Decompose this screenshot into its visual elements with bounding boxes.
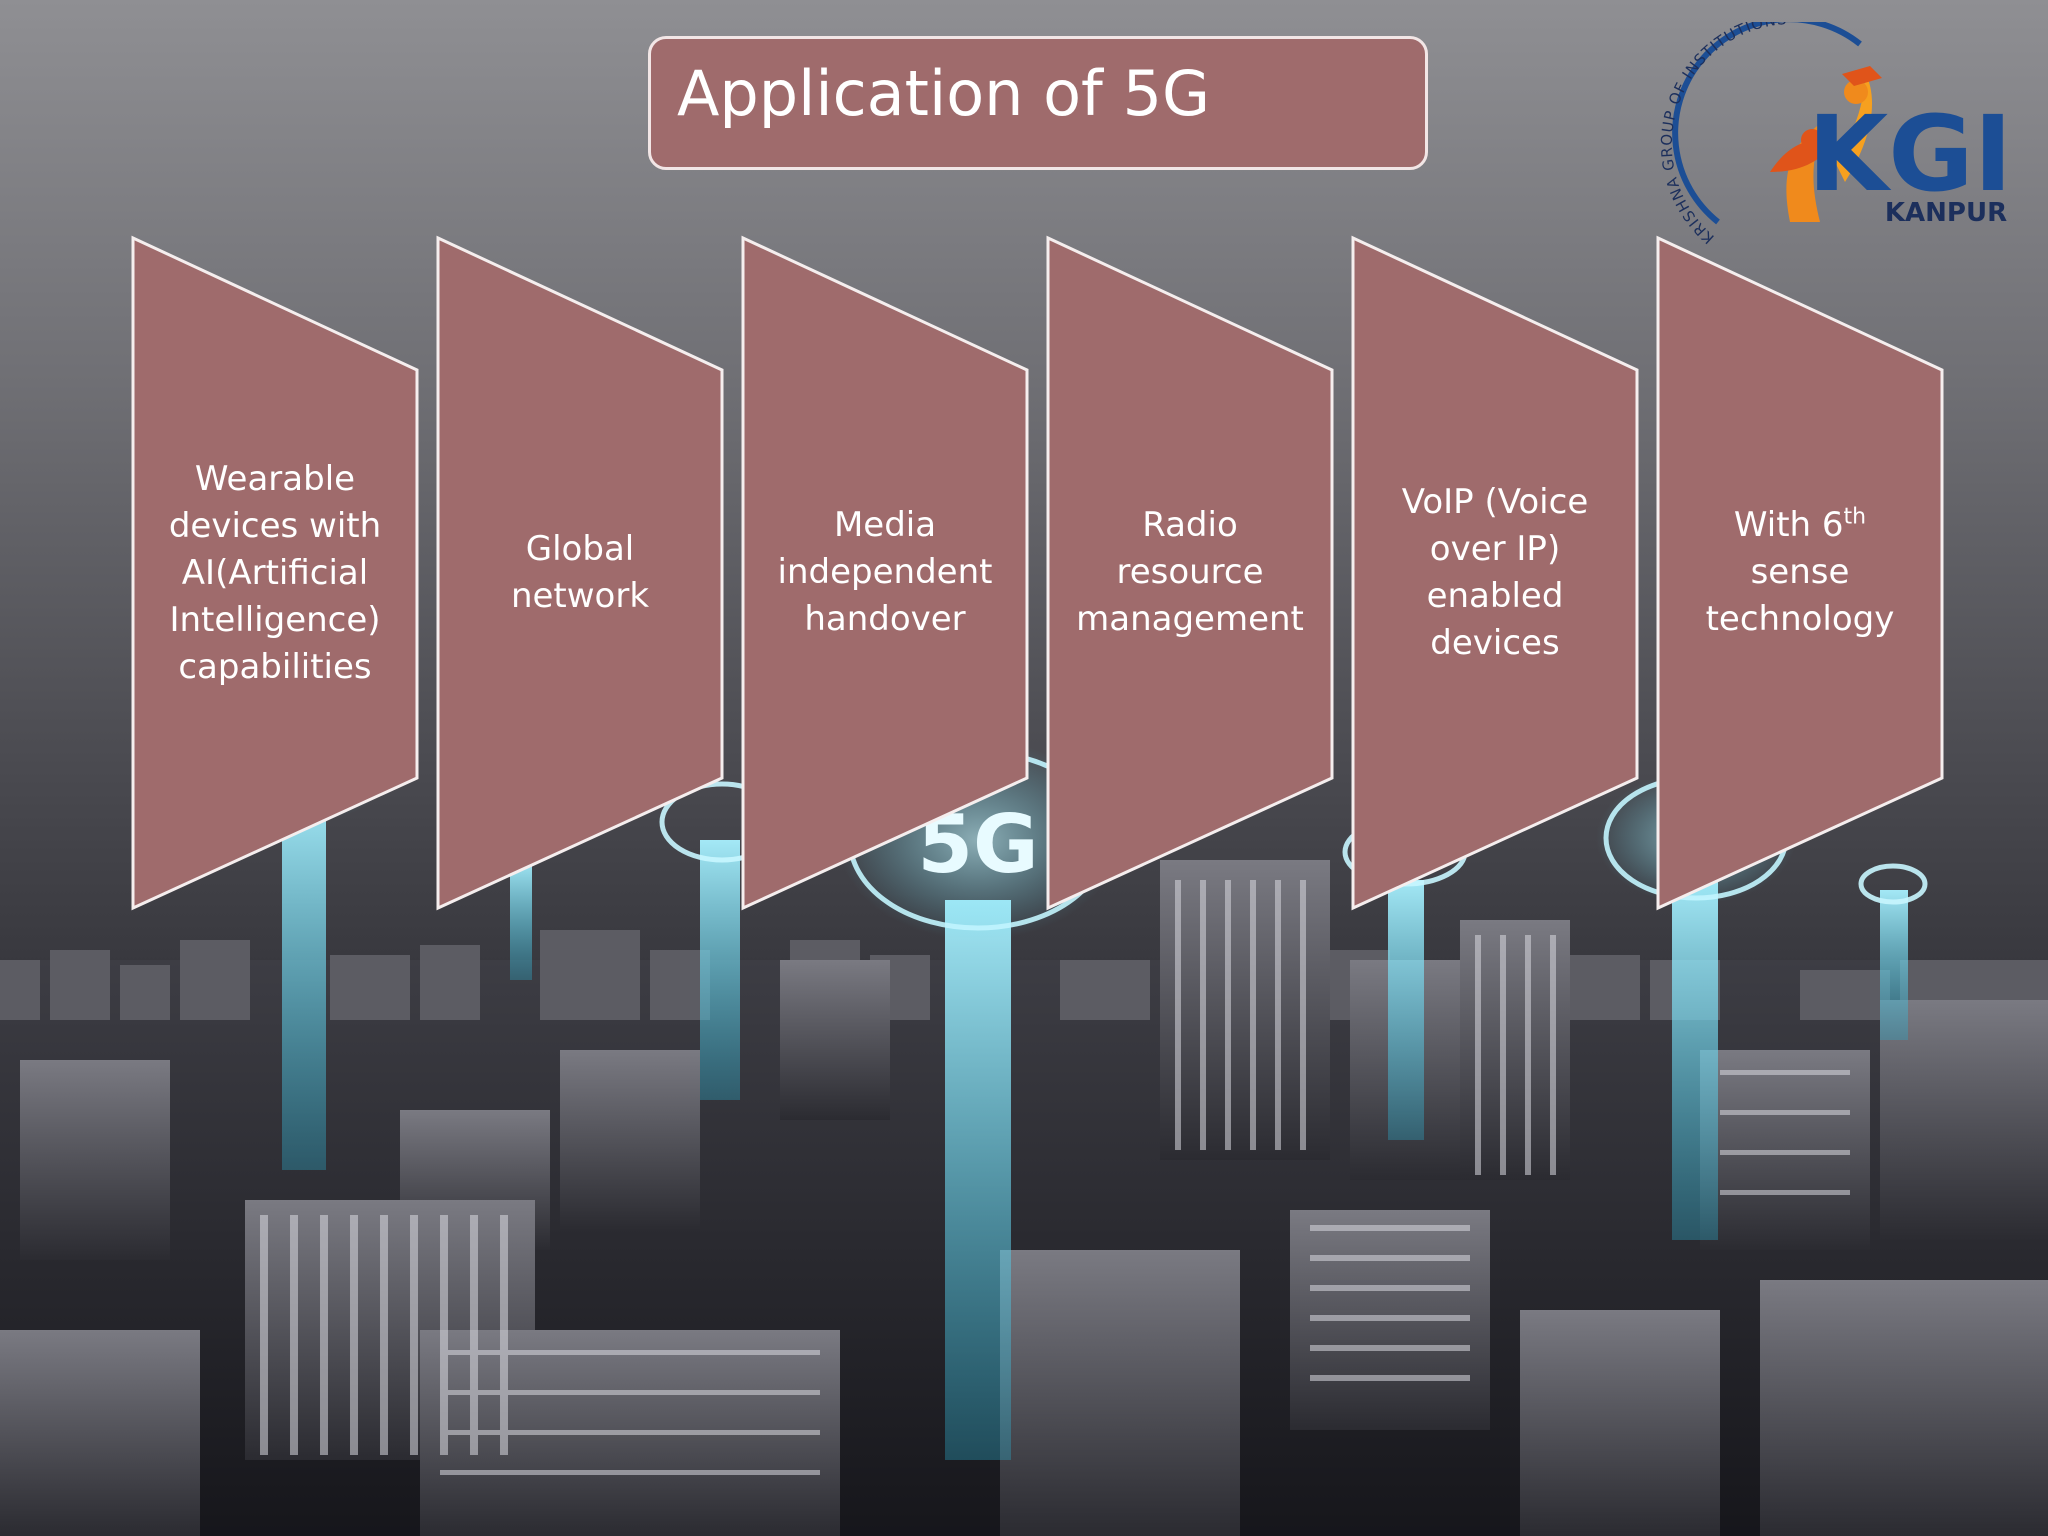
logo-city: KANPUR	[1885, 198, 2007, 228]
page-title: Application of 5G	[677, 57, 1211, 130]
kgi-logo: KRISHNA GROUP OF INSTITUTIONS KGI KANPUR	[1660, 22, 2013, 248]
item-label-sixth-sense-rest: sense technology	[1705, 552, 1895, 639]
logo-figures-icon	[1770, 66, 1882, 222]
chevron-4	[1046, 235, 1334, 911]
item-label-sixth-sense-sup: th	[1843, 504, 1867, 530]
chevron-2	[436, 235, 724, 911]
chevron-1	[131, 235, 419, 911]
chevron-6	[1656, 235, 1944, 911]
item-label-voip: VoIP (Voice over IP) enabled devices	[1401, 482, 1589, 663]
item-label-media-handover: Media independent handover	[777, 505, 993, 639]
title-box: Application of 5G	[648, 36, 1428, 170]
item-label-sixth-sense-main: With 6	[1733, 505, 1844, 545]
chevron-5	[1351, 235, 1639, 911]
item-label-radio-resource: Radio resource management	[1076, 505, 1304, 639]
item-label-sixth-sense: With 6th sense technology	[1685, 502, 1915, 643]
item-label-wearable: Wearable devices with AI(Artificial Inte…	[168, 459, 382, 687]
logo-name: KGI	[1808, 93, 2013, 215]
item-label-global-network: Global network	[510, 529, 650, 616]
logo-ring-text: KRISHNA GROUP OF INSTITUTIONS	[1660, 22, 1788, 248]
chevron-3	[741, 235, 1029, 911]
